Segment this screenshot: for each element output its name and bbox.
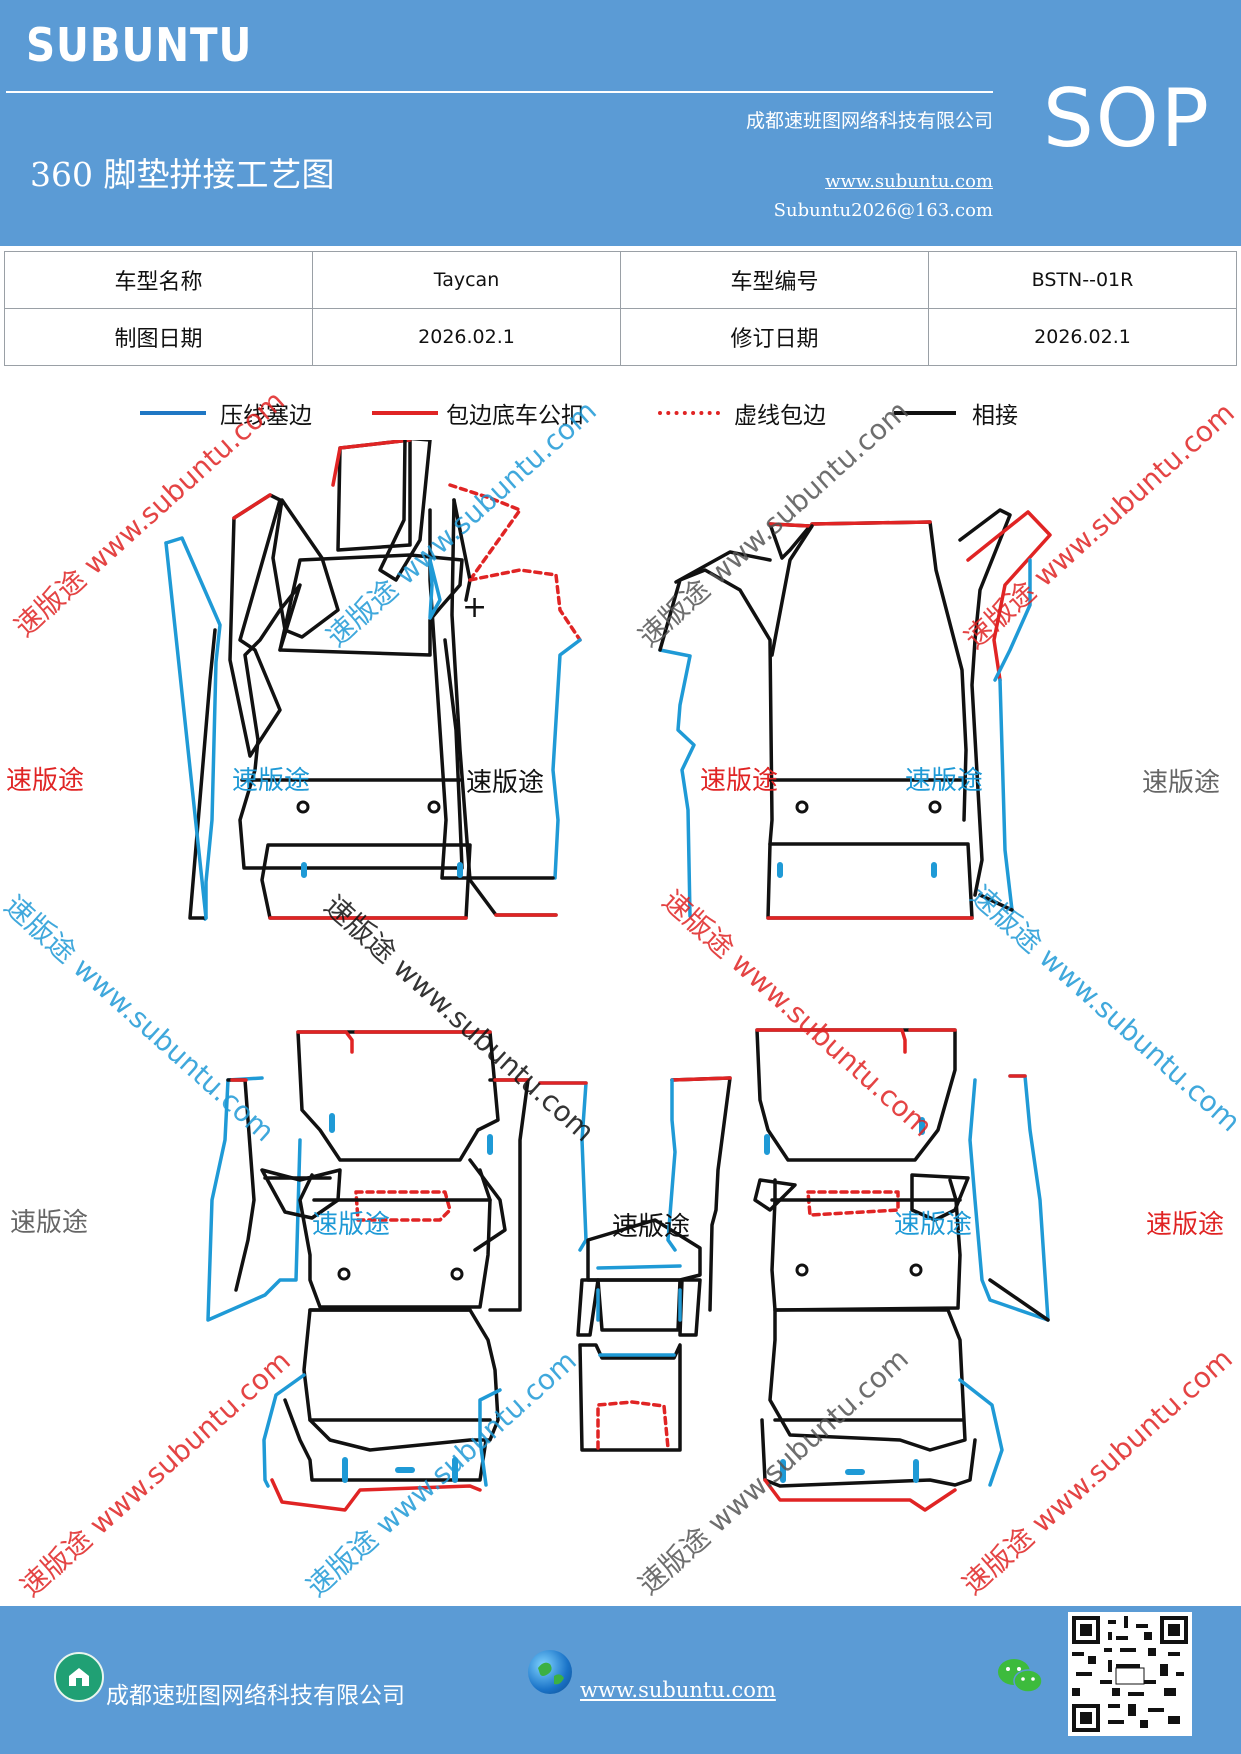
footer-website-link[interactable]: www.subuntu.com [580, 1678, 776, 1702]
value-model-name: Taycan [312, 251, 621, 309]
legend-label: 虚线包边 [734, 403, 826, 429]
legend-swatch-dashed [658, 411, 720, 415]
value-draw-date: 2026.02.1 [312, 308, 621, 366]
label-model-name: 车型名称 [4, 251, 313, 309]
legend-label: 相接 [972, 403, 1018, 429]
footer-banner: 成都速班图网络科技有限公司 www.subuntu.com [0, 1606, 1241, 1754]
label-revise-date: 修订日期 [620, 308, 929, 366]
table-row: 车型名称 Taycan 车型编号 BSTN--01R [4, 251, 1237, 309]
company-name: 成都速班图网络科技有限公司 [745, 110, 993, 132]
label-draw-date: 制图日期 [4, 308, 313, 366]
legend-label: 压线塞边 [220, 403, 312, 429]
legend-swatch-blue [140, 411, 206, 415]
label-model-code: 车型编号 [620, 251, 929, 309]
info-table: 车型名称 Taycan 车型编号 BSTN--01R 制图日期 2026.02.… [4, 251, 1237, 366]
globe-icon [528, 1650, 572, 1694]
legend-swatch-black [894, 411, 956, 415]
website-link[interactable]: www.subuntu.com [825, 171, 993, 192]
table-row: 制图日期 2026.02.1 修订日期 2026.02.1 [4, 308, 1237, 366]
front-left-mat-group [164, 440, 582, 921]
header-banner: SUBUNTU 成都速班图网络科技有限公司 360 脚垫拼接工艺图 www.su… [0, 0, 1241, 246]
wechat-icon [996, 1654, 1044, 1702]
footer-company: 成都速班图网络科技有限公司 [106, 1683, 405, 1709]
legend-swatch-red [372, 411, 438, 415]
brand-logo: SUBUNTU [26, 18, 253, 72]
value-revise-date: 2026.02.1 [928, 308, 1237, 366]
header-divider [6, 91, 993, 93]
center-tunnel-mat [576, 1218, 702, 1452]
mat-layout-diagram [164, 440, 1052, 1512]
value-model-code: BSTN--01R [928, 251, 1237, 309]
qr-code [1068, 1612, 1192, 1736]
rear-left-mat-group [206, 1030, 588, 1512]
home-icon-glyph [69, 1668, 89, 1686]
legend-label: 包边底车公扣 [446, 403, 584, 429]
globe-icon-glyph [538, 1662, 564, 1685]
wechat-icon-glyph [998, 1659, 1043, 1693]
qr-code-glyph [1072, 1616, 1188, 1732]
page-title: 360 脚垫拼接工艺图 [30, 155, 335, 194]
email-address: Subuntu2026@163.com [773, 200, 993, 221]
rear-right-mat-group [666, 1028, 1050, 1512]
sop-badge: SOP [1043, 72, 1211, 165]
home-icon [54, 1652, 104, 1702]
front-right-mat-group [658, 508, 1052, 920]
